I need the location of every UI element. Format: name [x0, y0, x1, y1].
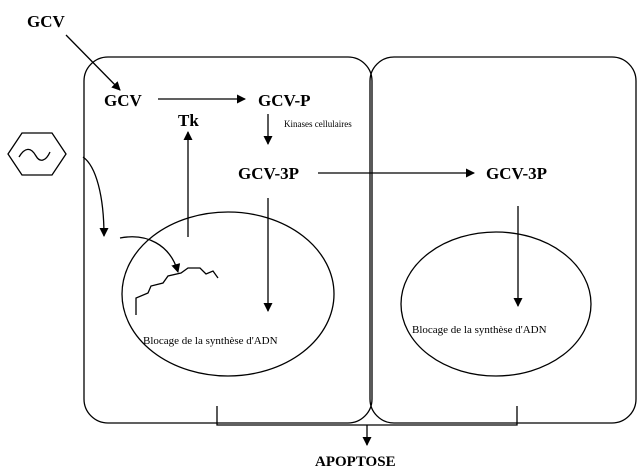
hexagon-virus-icon [7, 132, 67, 176]
label-tk: Tk [178, 111, 199, 130]
arrow-virus-entry [82, 156, 109, 237]
label-apoptose: APOPTOSE [315, 454, 396, 470]
apoptosis-bracket [216, 406, 518, 426]
left-nucleus [121, 211, 335, 377]
arrow-viral-dna-integration [119, 236, 181, 273]
label-gcv-cell: GCV [104, 91, 143, 110]
label-blocage-right: Blocage de la synthèse d'ADN [412, 324, 547, 336]
label-gcv-3p-right: GCV-3P [486, 164, 547, 183]
right-cell [369, 56, 637, 424]
label-gcv-outside: GCV [27, 12, 66, 31]
label-gcv-p: GCV-P [258, 91, 311, 110]
label-blocage-left: Blocage de la synthèse d'ADN [143, 335, 278, 347]
left-cell [83, 56, 373, 424]
label-kinases: Kinases cellulaires [284, 119, 352, 129]
arrow-gcv-entry [65, 34, 121, 91]
right-nucleus [400, 231, 592, 377]
viral-dna-strand [135, 267, 219, 315]
label-gcv-3p-left: GCV-3P [238, 164, 299, 183]
